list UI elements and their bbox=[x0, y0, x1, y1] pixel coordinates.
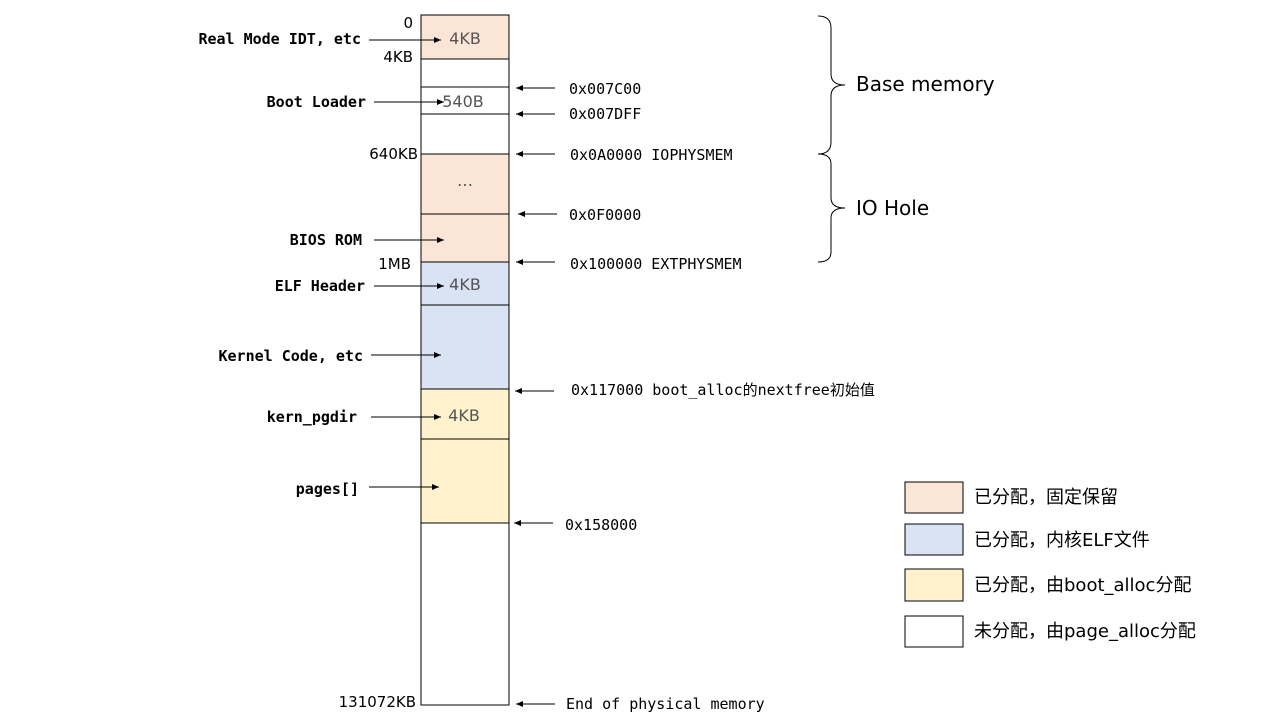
brace-label-base-memory: Base memory bbox=[856, 72, 995, 96]
size-markers: 0 4KB 640KB 1MB 131072KB bbox=[339, 14, 418, 711]
label-kernel-code: Kernel Code, etc bbox=[219, 347, 364, 365]
block-label-bootloader: 540B bbox=[442, 92, 484, 111]
left-labels: Real Mode IDT, etc Boot Loader BIOS ROM … bbox=[198, 30, 444, 498]
label-pages: pages[] bbox=[296, 480, 359, 498]
end-of-physical-memory: End of physical memory bbox=[566, 695, 765, 713]
block-label-realmode: 4KB bbox=[449, 29, 481, 48]
block-boot-loader bbox=[420, 86, 510, 115]
block-elf-header bbox=[420, 261, 510, 306]
legend-label-boot-alloc: 已分配，由boot_alloc分配 bbox=[974, 575, 1191, 596]
brace-label-io-hole: IO Hole bbox=[856, 196, 929, 220]
addr-0a0000-iophysmem: 0x0A0000 IOPHYSMEM bbox=[570, 146, 733, 164]
block-pages bbox=[420, 438, 510, 524]
addr-0f0000: 0x0F0000 bbox=[569, 206, 641, 224]
legend-swatch-page-alloc bbox=[904, 615, 964, 648]
addr-007c00: 0x007C00 bbox=[569, 80, 641, 98]
label-kern-pgdir: kern_pgdir bbox=[267, 408, 357, 426]
label-elf-header: ELF Header bbox=[275, 277, 365, 295]
addr-100000-extphysmem: 0x100000 EXTPHYSMEM bbox=[570, 255, 742, 273]
addr-007dff: 0x007DFF bbox=[569, 105, 641, 123]
legend: 已分配，固定保留 已分配，内核ELF文件 已分配，由boot_alloc分配 未… bbox=[904, 481, 1196, 648]
legend-label-reserved: 已分配，固定保留 bbox=[974, 487, 1118, 508]
block-gap-1 bbox=[420, 58, 510, 88]
block-label-kernpgdir: 4KB bbox=[448, 406, 480, 425]
brace-base-memory bbox=[817, 15, 846, 155]
label-real-mode-idt: Real Mode IDT, etc bbox=[198, 30, 361, 48]
legend-swatch-boot-alloc bbox=[904, 568, 964, 602]
size-marker-0: 0 bbox=[403, 14, 413, 32]
legend-swatch-kernel-elf bbox=[904, 523, 964, 556]
memory-column: 4KB 540B … 4KB 4KB bbox=[420, 14, 510, 706]
right-addresses: 0x007C00 0x007DFF 0x0A0000 IOPHYSMEM 0x0… bbox=[514, 80, 875, 713]
block-label-elfheader: 4KB bbox=[449, 275, 481, 294]
block-kernel-code bbox=[420, 304, 510, 390]
size-marker-131072kb: 131072KB bbox=[339, 693, 416, 711]
legend-swatch-reserved bbox=[904, 481, 964, 514]
legend-label-page-alloc: 未分配，由page_alloc分配 bbox=[974, 621, 1196, 642]
addr-117000-nextfree: 0x117000 boot_alloc的nextfree初始值 bbox=[571, 381, 875, 399]
brace-io-hole bbox=[817, 153, 846, 263]
addr-158000: 0x158000 bbox=[565, 516, 637, 534]
size-marker-1mb: 1MB bbox=[378, 255, 411, 273]
block-io-hole-top bbox=[420, 153, 510, 215]
size-marker-640kb: 640KB bbox=[369, 145, 418, 163]
block-gap-2 bbox=[420, 113, 510, 155]
region-braces: Base memory IO Hole bbox=[817, 15, 995, 263]
block-free-memory bbox=[420, 522, 510, 706]
block-bios-rom bbox=[420, 213, 510, 263]
label-bios-rom: BIOS ROM bbox=[290, 231, 362, 249]
label-boot-loader: Boot Loader bbox=[267, 93, 366, 111]
block-label-ellipsis: … bbox=[457, 171, 473, 190]
size-marker-4kb: 4KB bbox=[383, 48, 413, 66]
legend-label-kernel-elf: 已分配，内核ELF文件 bbox=[974, 530, 1150, 551]
